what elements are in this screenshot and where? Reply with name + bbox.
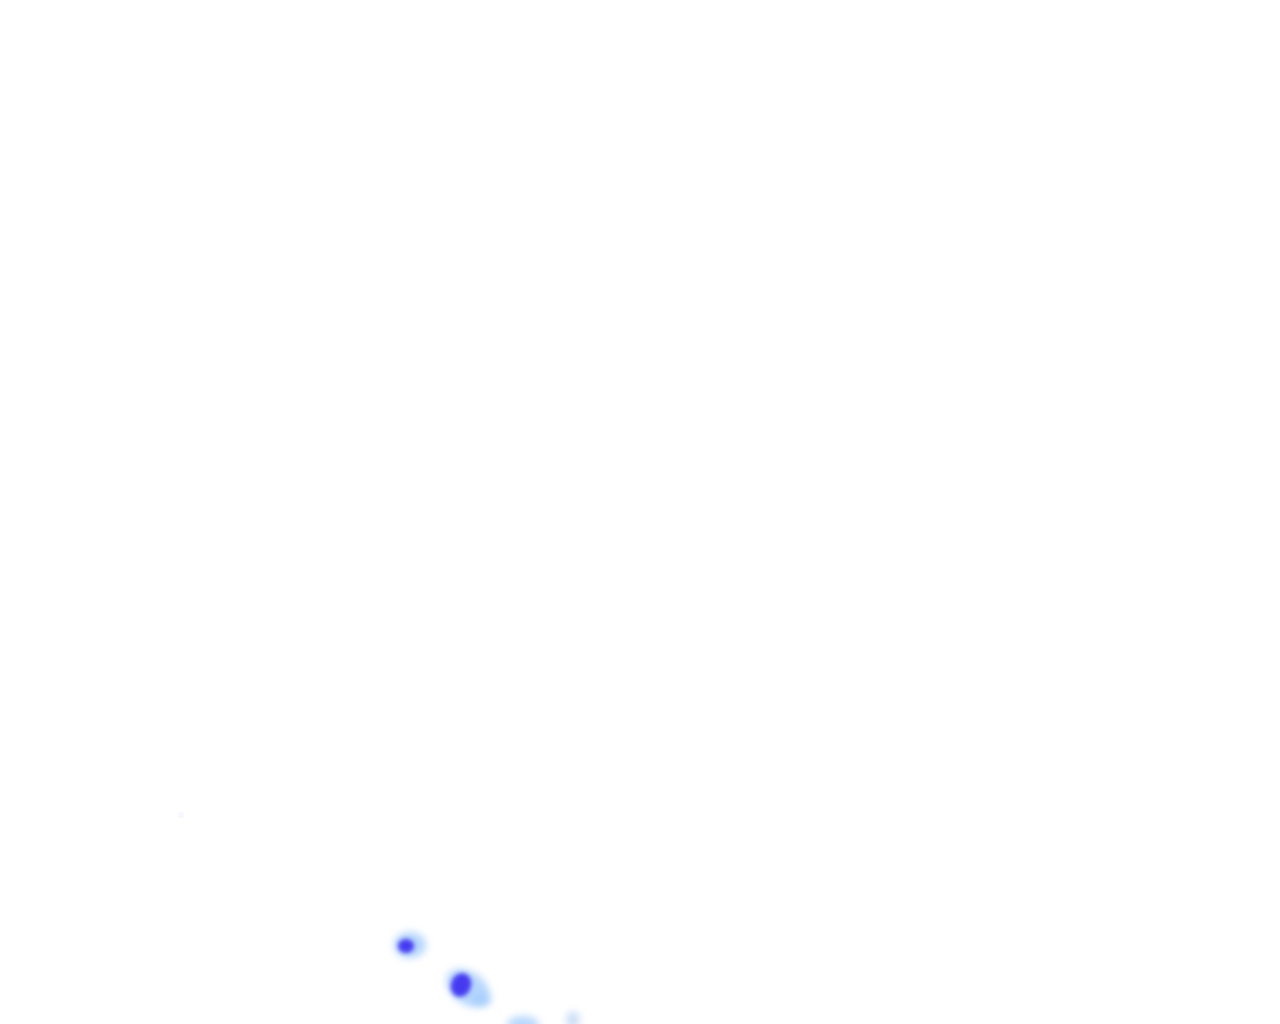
precip-cell-3 [507, 1016, 539, 1024]
precip-speck [179, 813, 183, 817]
precip-cell-2 [446, 968, 491, 1008]
precip-cell-4 [566, 1011, 580, 1024]
precip-cell-1 [394, 932, 426, 958]
